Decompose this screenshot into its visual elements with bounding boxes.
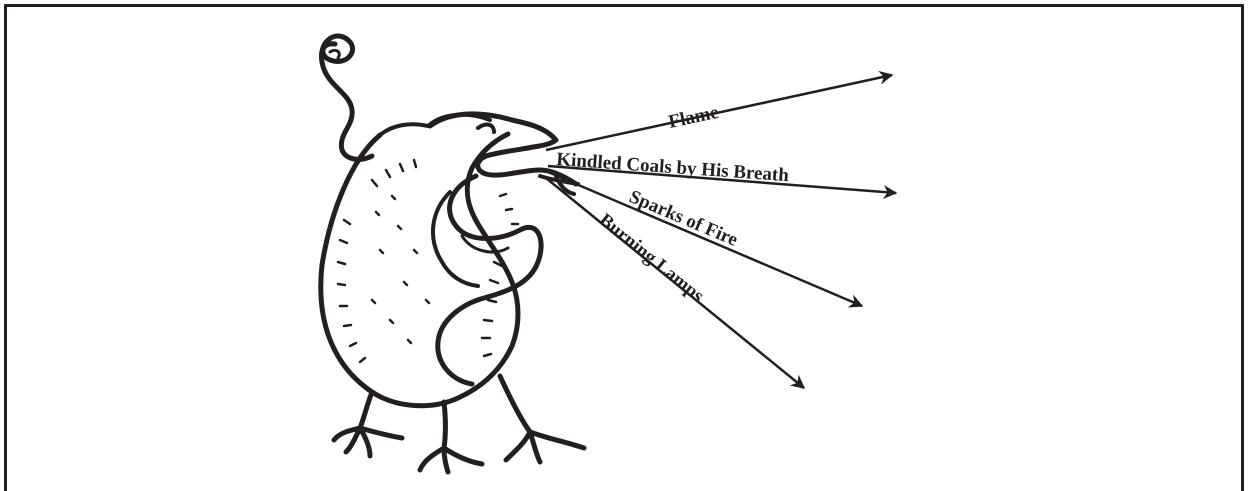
label-flame: Flame	[667, 102, 721, 133]
label-coals: Kindled Coals by His Breath	[556, 149, 790, 186]
dragon-scales	[338, 160, 518, 362]
dragon-illustration	[321, 36, 584, 472]
dragon-leg-mid	[420, 402, 482, 472]
dragon-leg-right	[500, 376, 584, 462]
dragon-tail	[321, 36, 372, 159]
arrow-flame	[546, 75, 892, 150]
